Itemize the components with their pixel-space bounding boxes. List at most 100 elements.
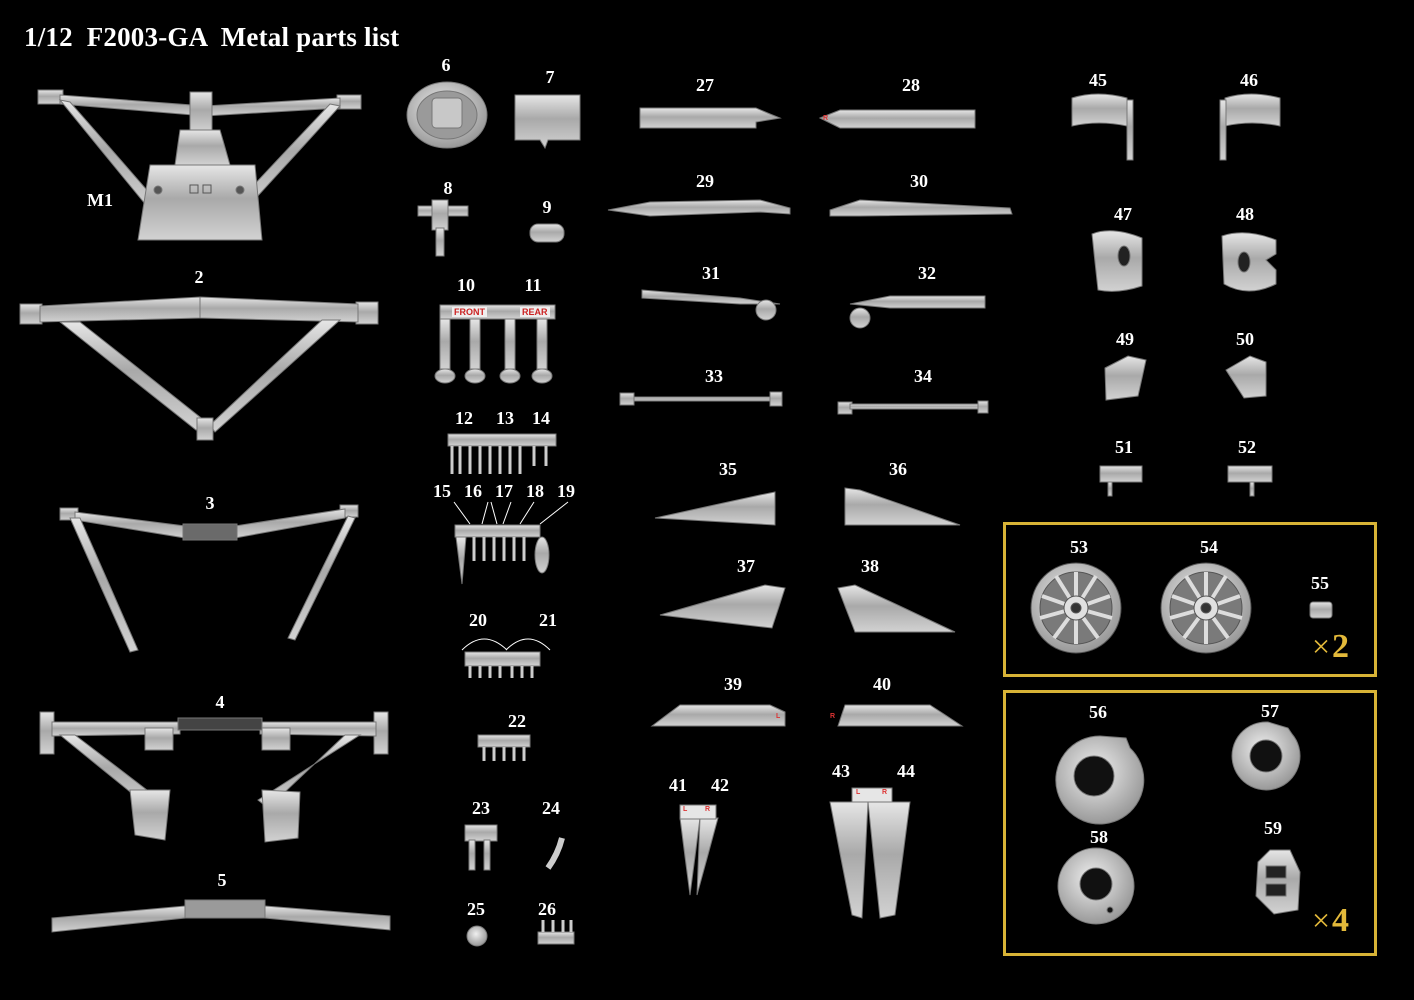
tag-40-r: R: [830, 713, 836, 720]
tag-44-r: R: [882, 789, 888, 796]
label-16: 16: [464, 481, 482, 501]
label-19: 19: [557, 481, 575, 501]
part-57: [1231, 721, 1301, 791]
page-title: 1/12 F2003-GA Metal parts list: [24, 22, 400, 52]
wheels-frame: [1003, 522, 1377, 677]
part-33: [619, 391, 783, 407]
part-9: [529, 223, 565, 243]
label-13: 13: [496, 408, 514, 428]
label-47: 47: [1114, 204, 1132, 224]
part-49: [1104, 355, 1147, 401]
label-56: 56: [1089, 702, 1107, 722]
part-23: [464, 824, 498, 871]
label-49: 49: [1116, 329, 1134, 349]
part-15-19: [453, 501, 569, 585]
part-37: [659, 584, 786, 629]
label-29: 29: [696, 171, 714, 191]
label-55: 55: [1311, 573, 1329, 593]
part-55: [1309, 601, 1333, 619]
part-41-42: [679, 804, 719, 896]
part-7: [514, 94, 581, 150]
label-35: 35: [719, 459, 737, 479]
part-38: [837, 584, 956, 633]
label-40: 40: [873, 674, 891, 694]
label-28: 28: [902, 75, 920, 95]
part-12-14: [447, 433, 557, 474]
label-27: 27: [696, 75, 714, 95]
hubs-multiplier: ×4: [1312, 902, 1350, 939]
label-8: 8: [443, 178, 453, 198]
part-28: [818, 109, 976, 129]
label-24: 24: [542, 798, 560, 818]
part-52: [1227, 465, 1273, 497]
label-4: 4: [215, 692, 225, 712]
label-9: 9: [542, 197, 552, 217]
label-30: 30: [910, 171, 928, 191]
part-36: [844, 487, 961, 526]
label-52: 52: [1238, 437, 1256, 457]
part-20-21: [461, 638, 551, 678]
label-15: 15: [433, 481, 451, 501]
part-58: [1057, 847, 1135, 925]
label-44: 44: [897, 761, 915, 781]
label-23: 23: [472, 798, 490, 818]
label-37: 37: [737, 556, 755, 576]
label-46: 46: [1240, 70, 1258, 90]
label-57: 57: [1261, 701, 1279, 721]
part-50: [1225, 355, 1267, 399]
label-50: 50: [1236, 329, 1254, 349]
tag-42-r: R: [705, 806, 711, 813]
part-54: [1160, 562, 1252, 654]
part-45: [1071, 93, 1134, 161]
label-36: 36: [889, 459, 907, 479]
label-12: 12: [455, 408, 473, 428]
label-54: 54: [1200, 537, 1218, 557]
tag-39-l: L: [776, 713, 781, 720]
part-40: [837, 704, 964, 727]
hubs-frame: [1003, 690, 1377, 956]
part-29: [607, 199, 791, 217]
part-48: [1221, 232, 1277, 292]
label-32: 32: [918, 263, 936, 283]
part-22: [477, 734, 531, 761]
label-31: 31: [702, 263, 720, 283]
label-7: 7: [545, 67, 555, 87]
part-32: [849, 295, 986, 329]
label-39: 39: [724, 674, 742, 694]
part-39: [650, 704, 786, 727]
label-11: 11: [524, 275, 542, 295]
label-51: 51: [1115, 437, 1133, 457]
part-30: [829, 199, 1013, 217]
part-47: [1091, 230, 1143, 292]
part-m1: [37, 89, 362, 241]
label-20: 20: [469, 610, 487, 630]
label-14: 14: [532, 408, 550, 428]
part-5: [51, 899, 391, 933]
part-25: [466, 925, 488, 947]
tag-41-l: L: [683, 806, 688, 813]
label-22: 22: [508, 711, 526, 731]
label-17: 17: [495, 481, 513, 501]
label-38: 38: [861, 556, 879, 576]
tag-43-l: L: [856, 789, 861, 796]
label-2: 2: [194, 267, 204, 287]
tag-rear: REAR: [520, 307, 550, 317]
part-8: [417, 199, 469, 257]
part-31: [641, 289, 781, 321]
part-6: [406, 81, 488, 149]
tag-front: FRONT: [452, 307, 487, 317]
label-34: 34: [914, 366, 932, 386]
part-4: [39, 711, 389, 843]
label-48: 48: [1236, 204, 1254, 224]
label-25: 25: [467, 899, 485, 919]
part-34: [837, 400, 989, 415]
label-3: 3: [205, 493, 215, 513]
part-43-44: [829, 787, 911, 919]
part-56: [1055, 735, 1145, 825]
label-5: 5: [217, 870, 227, 890]
label-45: 45: [1089, 70, 1107, 90]
label-m1: M1: [87, 190, 113, 210]
part-26: [537, 920, 575, 945]
part-46: [1219, 93, 1281, 161]
